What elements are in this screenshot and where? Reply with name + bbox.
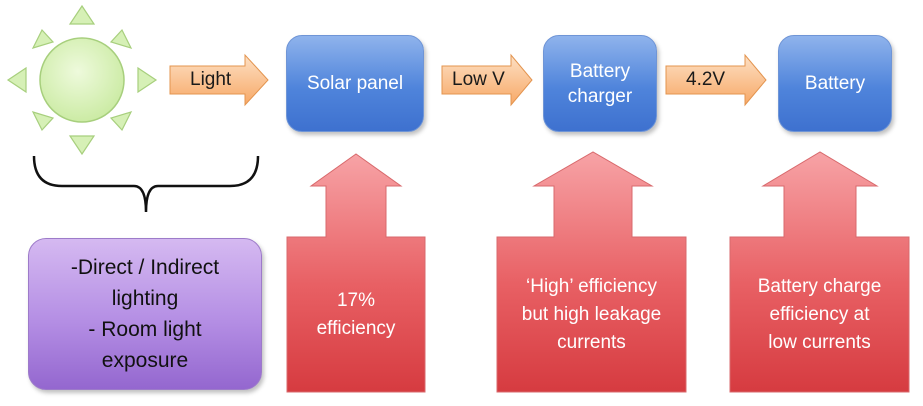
flow-arrow-low-v <box>441 53 533 107</box>
flow-label-light: Light <box>190 69 232 90</box>
flow-arrow-light <box>169 53 269 107</box>
loss-text-battery: Battery charge efficiency at low current… <box>733 240 906 390</box>
flow-label-low-v: Low V <box>452 69 505 90</box>
flow-arrow-4v2 <box>665 53 767 107</box>
loss-arrow-battery-charger <box>496 151 687 393</box>
stage-solar-panel-label: Solar panel <box>306 73 404 94</box>
stage-solar-panel: Solar panel <box>286 35 424 132</box>
loss-text-line: low currents <box>768 332 871 353</box>
loss-text-line: Battery charge <box>757 276 882 297</box>
stage-battery-label: Battery <box>804 73 866 94</box>
loss-text-line: but high leakage <box>521 304 662 325</box>
stage-battery: Battery <box>778 35 892 132</box>
sun-icon <box>6 4 158 156</box>
loss-text-line: currents <box>557 332 626 353</box>
lighting-notes-box: -Direct / Indirect lighting - Room light… <box>28 238 262 390</box>
loss-text-line: efficiency at <box>769 304 870 325</box>
loss-text-solar-panel: 17% efficiency <box>290 240 422 390</box>
loss-text-battery-charger: ‘High’ efficiency but high leakage curre… <box>500 240 683 390</box>
loss-arrow-solar-panel <box>286 153 426 393</box>
flow-label-4v2: 4.2V <box>686 69 726 90</box>
loss-text-line: efficiency <box>316 318 396 339</box>
stage-battery-charger: Battery charger <box>543 35 657 132</box>
grouping-brace <box>32 155 260 213</box>
lighting-notes-line: -Direct / Indirect <box>70 256 220 279</box>
loss-text-line: ‘High’ efficiency <box>526 276 657 297</box>
lighting-notes-line: - Room light <box>88 318 202 341</box>
loss-text-line: 17% <box>336 290 375 311</box>
lighting-notes-line: exposure <box>101 349 189 372</box>
loss-arrow-battery <box>729 151 910 393</box>
stage-battery-charger-label: Battery charger <box>567 60 633 107</box>
lighting-notes-line: lighting <box>111 287 179 310</box>
